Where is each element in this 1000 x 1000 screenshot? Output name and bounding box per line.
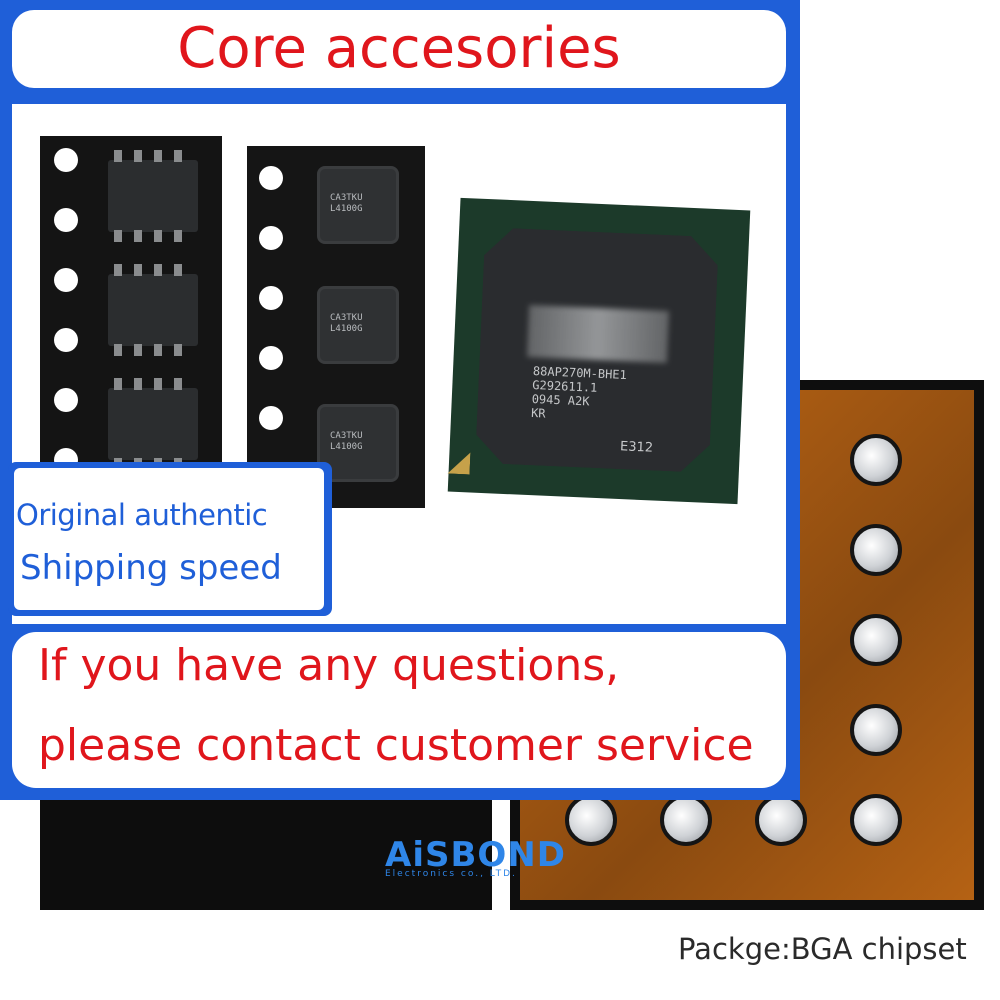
soic-chip (108, 274, 198, 346)
tape-hole (259, 226, 283, 250)
solder-ball (850, 704, 902, 756)
qfn-chip: CA3TKU L4100G (317, 286, 399, 364)
info-panel-inner (14, 468, 324, 610)
solder-ball (850, 524, 902, 576)
tape-hole (54, 328, 78, 352)
soic-chip (108, 388, 198, 460)
qfn-chip: CA3TKU L4100G (317, 166, 399, 244)
solder-ball (850, 614, 902, 666)
tape-hole (54, 388, 78, 412)
tape-hole (259, 346, 283, 370)
tape-hole (259, 166, 283, 190)
tape-hole (259, 286, 283, 310)
tape-hole (259, 406, 283, 430)
soic-tape-strip (40, 136, 222, 496)
qfn-marking: CA3TKU L4100G (330, 193, 363, 214)
contact-text-line1: If you have any questions, (38, 640, 620, 691)
package-label: Packge:BGA chipset (678, 932, 967, 966)
tape-hole (54, 148, 78, 172)
blurred-logo (526, 304, 670, 364)
qfn-tape-strip: CA3TKU L4100G CA3TKU L4100G CA3TKU L4100… (247, 146, 425, 508)
solder-ball (565, 794, 617, 846)
tape-hole (54, 268, 78, 292)
qfn-marking: CA3TKU L4100G (330, 431, 363, 452)
bga-label: E312 (619, 439, 654, 456)
black-board-photo (40, 800, 492, 910)
tape-hole (54, 208, 78, 232)
title-banner: Core accesories (12, 10, 786, 88)
info-original-authentic: Original authentic (16, 498, 268, 532)
bga-processor-photo: 88AP270M-BHE1 G292611.1 0945 A2K KR E312 (440, 190, 752, 505)
qfn-marking: CA3TKU L4100G (330, 313, 363, 334)
solder-ball (850, 794, 902, 846)
logo-sub-text: Electronics co., LTD. (385, 869, 517, 879)
info-shipping-speed: Shipping speed (20, 548, 282, 588)
contact-banner (12, 632, 786, 788)
soic-chip (108, 160, 198, 232)
page-title: Core accesories (177, 16, 621, 81)
bga-marking: 88AP270M-BHE1 G292611.1 0945 A2K KR (530, 363, 628, 421)
solder-ball (850, 434, 902, 486)
contact-text-line2: please contact customer service (38, 720, 754, 771)
solder-ball (660, 794, 712, 846)
logo-brand-text: AiSBOND (385, 835, 566, 875)
brand-logo: AiSBOND Electronics co., LTD. (385, 835, 566, 879)
solder-ball (755, 794, 807, 846)
info-panel (8, 462, 332, 616)
